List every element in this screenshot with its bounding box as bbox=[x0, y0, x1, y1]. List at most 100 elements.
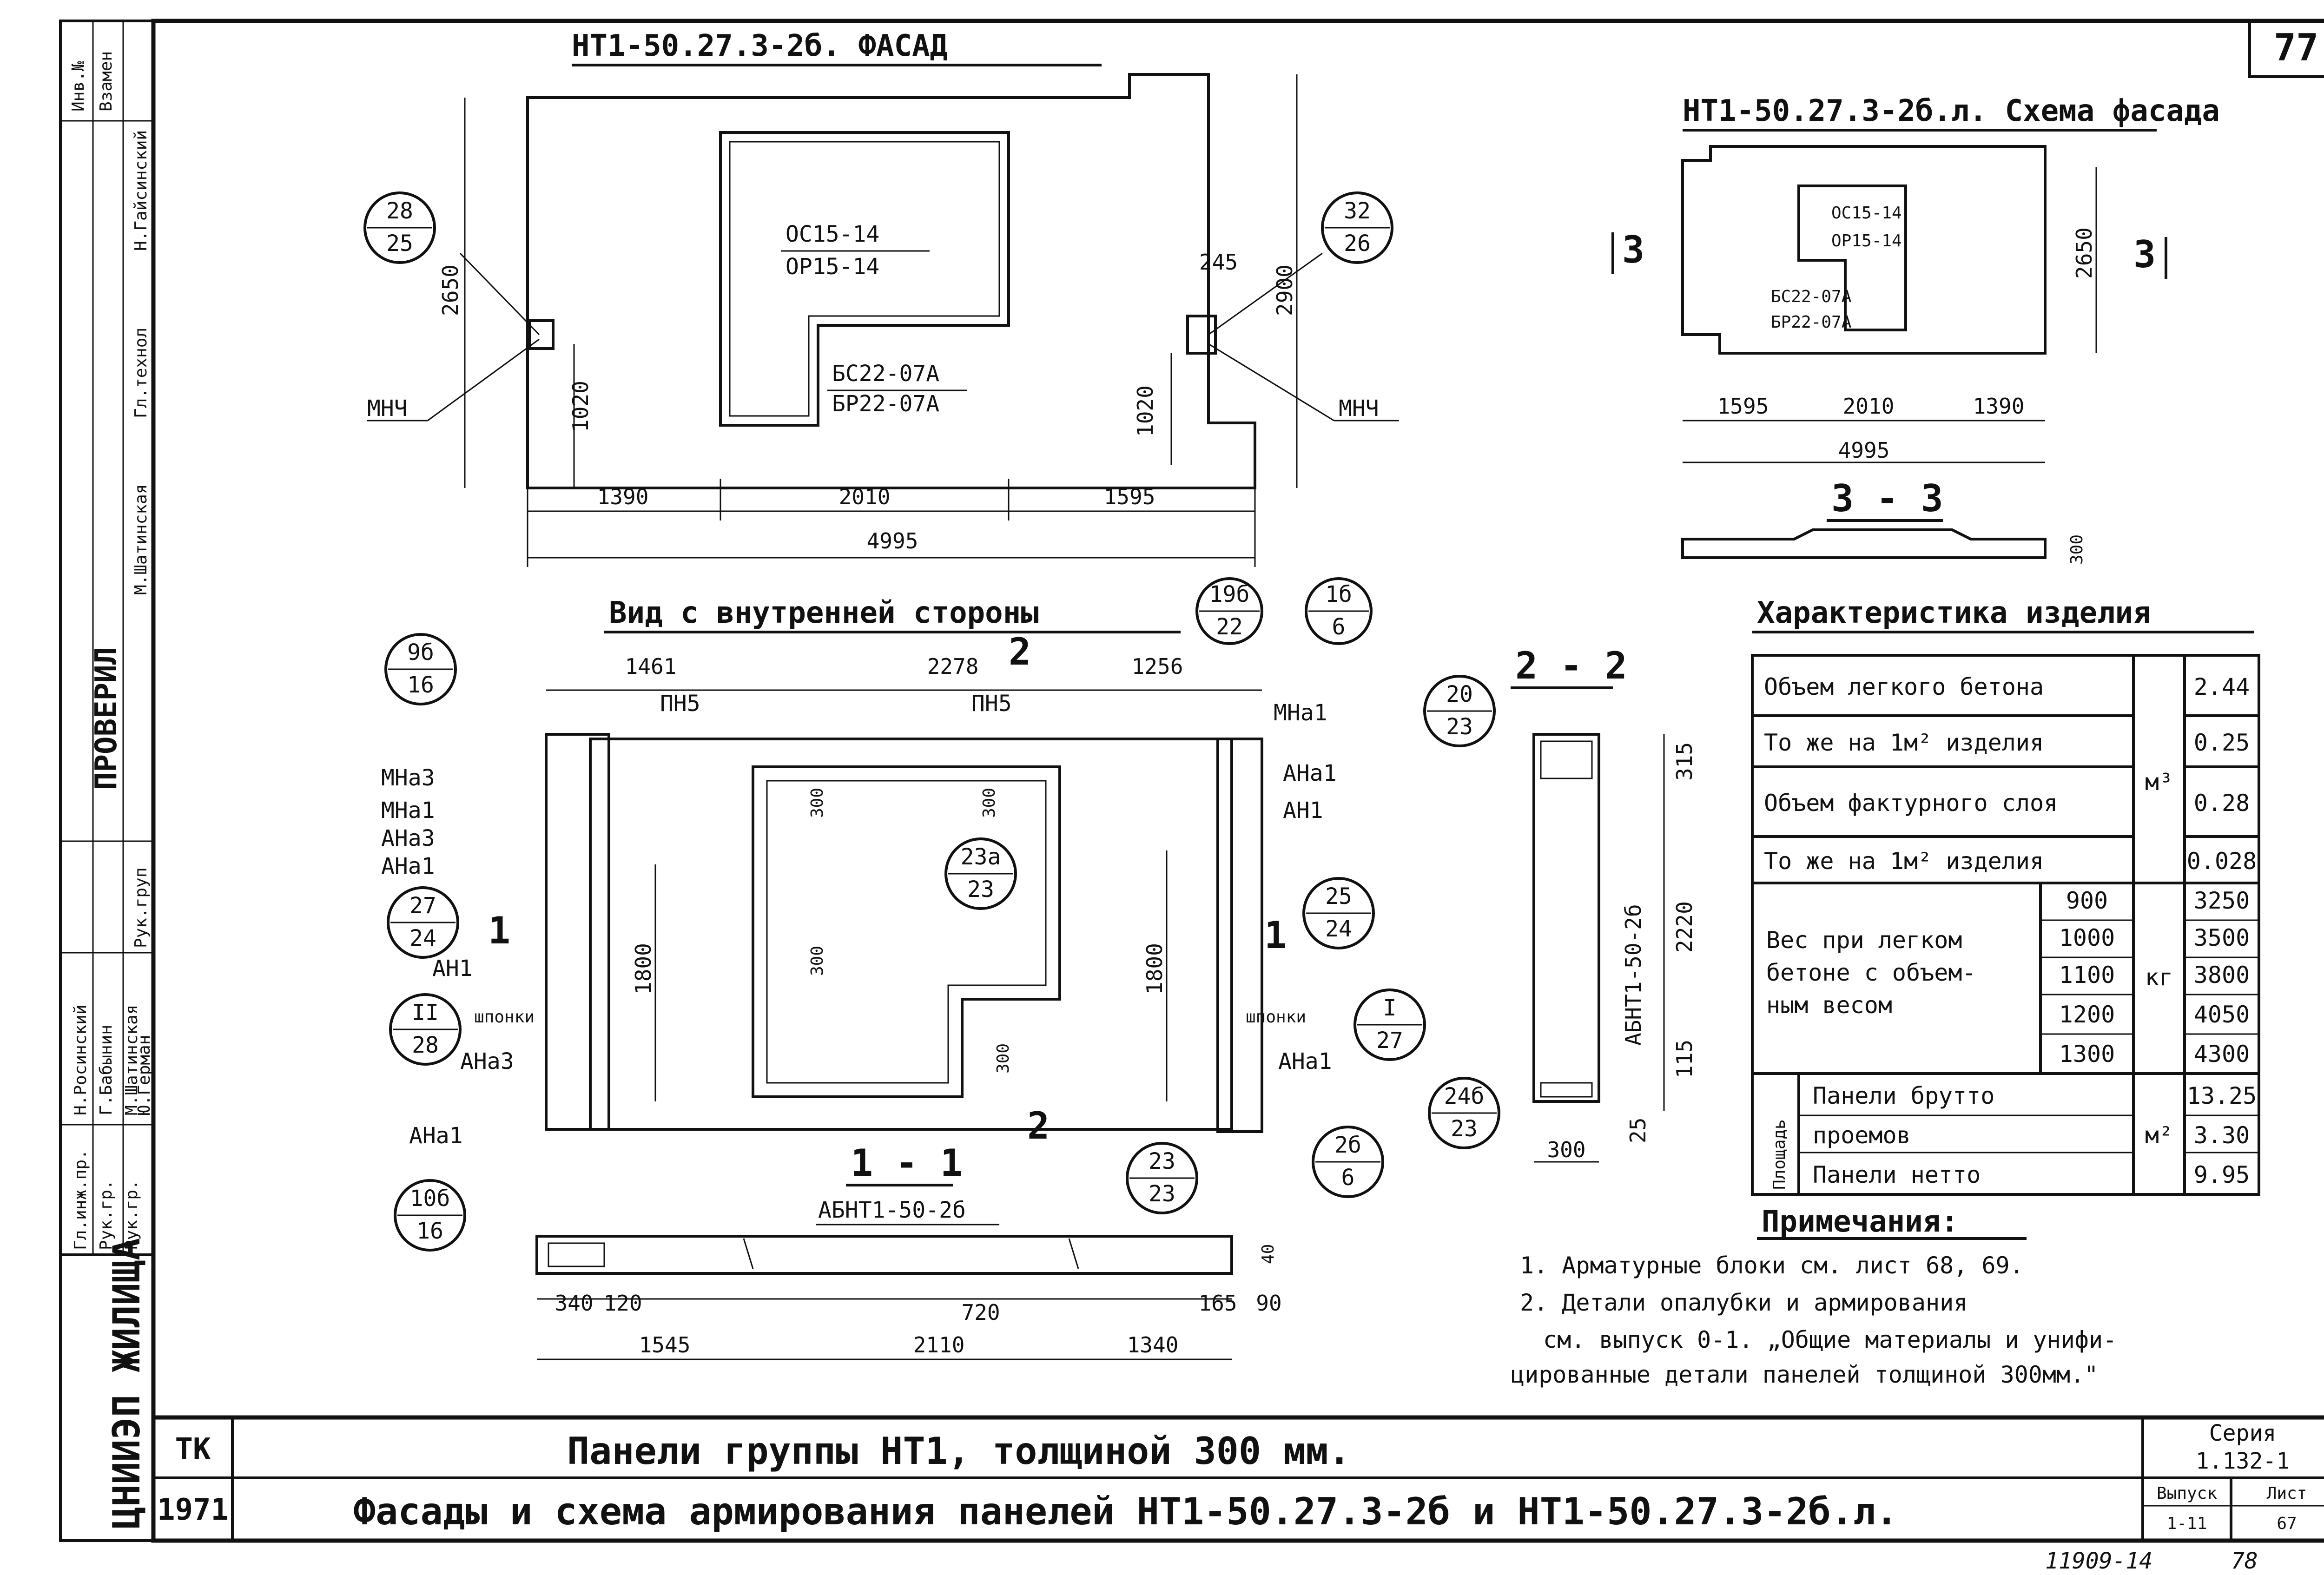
section11-dim-a: 1545 bbox=[639, 1332, 691, 1358]
inner-left-label-1: МНа3 bbox=[381, 765, 435, 791]
facade-insert-right bbox=[1186, 315, 1217, 355]
notes-line-2: 2. Детали опалубки и армирования bbox=[1520, 1289, 1967, 1316]
inner-pn5-2: ПН5 bbox=[971, 691, 1012, 717]
scheme-window-2: ОР15-14 bbox=[1831, 231, 1902, 250]
chars-frame bbox=[1751, 654, 2260, 1196]
section11-rebar-1 bbox=[743, 1238, 754, 1269]
facade-bubble-right bbox=[1321, 191, 1393, 264]
titleblock-year: 1971 bbox=[157, 1493, 229, 1527]
section22-dim-115: 115 bbox=[1672, 1040, 1697, 1078]
bubble-19-bottom: 22 bbox=[1216, 614, 1243, 640]
side-stamp: ЦНИИЭП ЖИЛИЩА ПРОВЕРИЛ Инв.№ Взамен Н.Га… bbox=[59, 20, 155, 1542]
inner-right-label-1: МНа1 bbox=[1274, 700, 1327, 726]
bubble-2-bottom: 6 bbox=[1341, 1165, 1355, 1191]
scheme-cut-right: 3 bbox=[2133, 233, 2156, 276]
side-stamp-role-1: Гл.инж.пр. bbox=[71, 1149, 90, 1250]
footer-handwritten-number: 78 bbox=[2231, 1548, 2258, 1574]
facade-leader-right bbox=[1208, 252, 1323, 336]
inner-bubble-I: I 27 bbox=[1353, 988, 1426, 1061]
inner-dim-h2-text: 1800 bbox=[1142, 943, 1167, 995]
section11-bubble-top: 23 bbox=[1149, 1148, 1175, 1174]
inner-cut-1-left: 1 bbox=[488, 909, 510, 952]
inner-view: Вид с внутренней стороны 300 300 300 300… bbox=[381, 577, 1426, 1252]
titleblock-list: 67 bbox=[2277, 1514, 2297, 1533]
scheme-door-1: БС22-07А bbox=[1771, 287, 1852, 306]
chars-density-2: 1000 bbox=[2059, 924, 2115, 951]
facade-view: НТ1-50.27.3-2б. ФАСАД ОС15-14 ОР15-14 БС… bbox=[363, 29, 1399, 567]
inner-left-label-4: АНа1 bbox=[381, 853, 435, 879]
facade-bubble-right-top: 32 bbox=[1344, 198, 1371, 224]
facade-bubble-left-bottom: 25 bbox=[386, 231, 413, 257]
chars-weight-4: 4050 bbox=[2194, 1001, 2250, 1028]
chars-row1-value: 2.44 bbox=[2194, 673, 2250, 700]
titleblock: ТК 1971 Панели группы НТ1, толщиной 300 … bbox=[157, 1420, 2307, 1533]
section11-dim-720: 720 bbox=[961, 1300, 1000, 1325]
section11-dim-40: 40 bbox=[1259, 1244, 1278, 1264]
bubble-27-bottom: 24 bbox=[409, 925, 436, 951]
facade-dim-h-right-text: 2900 bbox=[1272, 264, 1297, 316]
chars-area-2-label: проемов bbox=[1813, 1122, 1911, 1149]
inner-edge-right bbox=[1216, 738, 1263, 1133]
scheme-cut-left: 3 bbox=[1622, 228, 1644, 271]
facade-opening-inner bbox=[729, 141, 1000, 417]
section22-bubble-bot-a: 24б bbox=[1444, 1083, 1485, 1109]
scheme-dim-total: 4995 bbox=[1838, 438, 1890, 463]
facade-mnch-right: МНЧ bbox=[1339, 395, 1379, 422]
inner-bubble-23a: 23а 23 bbox=[944, 837, 1017, 910]
scheme-section-3-3 bbox=[1681, 528, 2047, 559]
side-stamp-role-2: Рук.гр. bbox=[97, 1180, 116, 1250]
inner-ana1-right: АНа1 bbox=[1278, 1048, 1332, 1074]
section11-title: 1 - 1 bbox=[851, 1141, 963, 1185]
notes-line-1: 1. Арматурные блоки см. лист 68, 69. bbox=[1520, 1252, 2024, 1279]
bubble-2-top: 2б bbox=[1334, 1132, 1361, 1158]
side-stamp-name-1: Н.Росинский bbox=[71, 1005, 90, 1115]
inner-pn5-1: ПН5 bbox=[660, 691, 700, 717]
inner-panel bbox=[589, 738, 1233, 1131]
chars-weight-5: 4300 bbox=[2194, 1041, 2250, 1068]
bubble-10-bottom: 16 bbox=[416, 1218, 443, 1244]
facade-dim-sub-left-text: 1020 bbox=[568, 381, 593, 432]
section22-dim-25: 25 bbox=[1625, 1118, 1651, 1143]
scheme-section-300: 300 bbox=[2067, 534, 2086, 565]
bubble-25-top: 25 bbox=[1325, 883, 1352, 909]
chars-density-4: 1200 bbox=[2059, 1001, 2115, 1028]
scheme-dim-b: 2010 bbox=[1843, 394, 1895, 419]
side-stamp-name-4: Ю.Герман bbox=[135, 1035, 154, 1115]
section22-bubble-top-b: 23 bbox=[1446, 714, 1473, 740]
facade-dim-245: 245 bbox=[1199, 250, 1238, 275]
bubble-23a-top: 23а bbox=[961, 844, 1001, 870]
bubble-23a-bottom: 23 bbox=[967, 876, 994, 903]
titleblock-line-2: Фасады и схема армирования панелей НТ1-5… bbox=[353, 1490, 1898, 1533]
inner-title: Вид с внутренней стороны bbox=[609, 596, 1039, 630]
inner-bubble-II: II 28 bbox=[389, 993, 462, 1066]
inner-opening-frame bbox=[766, 780, 1047, 1084]
notes-title: Примечания: bbox=[1762, 1205, 1959, 1239]
inner-bubble-2: 2б 6 bbox=[1312, 1126, 1384, 1198]
facade-bubble-right-bottom: 26 bbox=[1344, 231, 1371, 257]
bubble-1-top: 1б bbox=[1325, 581, 1352, 607]
facade-panel-outline bbox=[526, 73, 1256, 489]
inner-cut-2-bottom: 2 bbox=[1027, 1104, 1050, 1147]
titleblock-tk: ТК bbox=[175, 1432, 211, 1467]
side-stamp-role-ruk: Рук.груп bbox=[132, 868, 151, 948]
side-stamp-role-tech: Гл.технол bbox=[132, 328, 151, 418]
facade-bubble-left bbox=[363, 191, 436, 264]
facade-dim-c: 1595 bbox=[1104, 484, 1155, 509]
facade-dim-sub-right-text: 1020 bbox=[1133, 385, 1158, 437]
section22-bubble-top: 20 23 bbox=[1423, 675, 1496, 747]
section11-dim-90: 90 bbox=[1256, 1291, 1281, 1316]
facade-dim-a: 1390 bbox=[597, 484, 649, 509]
facade-window-1: ОС15-14 bbox=[786, 221, 879, 247]
facade-leader-left bbox=[459, 252, 540, 336]
inner-ana3: АНа3 bbox=[460, 1048, 514, 1074]
section11-label: АБНТ1-50-2б bbox=[818, 1197, 966, 1223]
section11-dim-340: 340 bbox=[555, 1291, 593, 1316]
inner-right-label-2: АНа1 bbox=[1283, 760, 1337, 786]
section22-body bbox=[1532, 733, 1600, 1103]
section11-block-left bbox=[548, 1242, 605, 1267]
side-stamp-frame bbox=[59, 20, 155, 1542]
chars-weight-label-2: бетоне с объем- bbox=[1766, 959, 1976, 986]
facade-title: НТ1-50.27.3-2б. ФАСАД bbox=[572, 29, 948, 63]
section22-title: 2 - 2 bbox=[1515, 644, 1627, 687]
